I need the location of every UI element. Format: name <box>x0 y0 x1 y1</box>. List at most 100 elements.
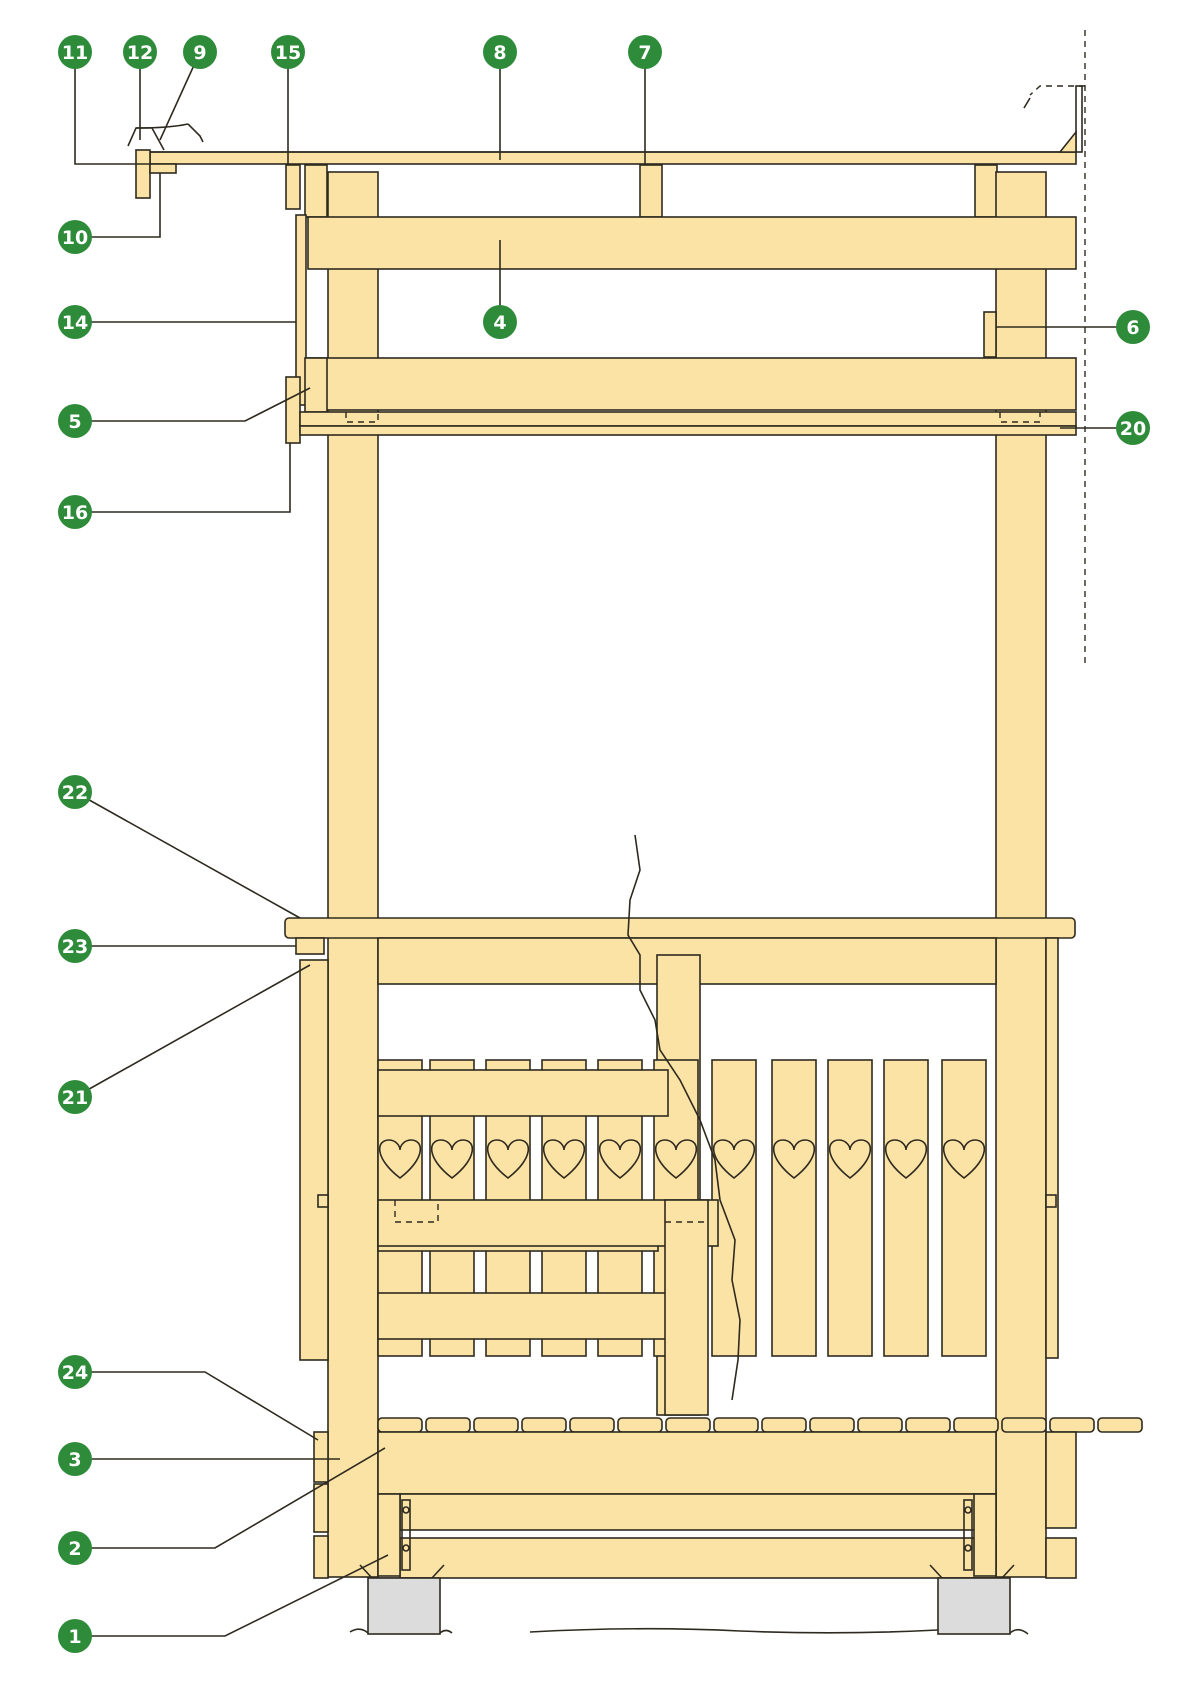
ceiling-batten <box>299 425 1077 436</box>
callout-7: 7 <box>628 35 662 69</box>
callout-2: 2 <box>58 1531 92 1565</box>
baluster <box>883 1059 929 1357</box>
rail-end-right <box>1045 1194 1057 1208</box>
floor-beam-ext <box>1045 1537 1077 1579</box>
foundation-left <box>367 1577 441 1635</box>
heart-cutout <box>773 1139 815 1180</box>
break-line <box>627 834 741 1401</box>
floor-rim-ext <box>1045 1431 1077 1529</box>
heart-cutout <box>655 1139 697 1180</box>
floor-slat <box>905 1417 951 1433</box>
heart-cutout <box>487 1139 529 1180</box>
floor-slat <box>617 1417 663 1433</box>
leader-lines <box>74 51 1133 1637</box>
rafter-mid <box>639 164 663 218</box>
callout-circle <box>58 929 92 963</box>
roof-wedge-right <box>1058 129 1077 153</box>
roof-gutter-block <box>149 163 177 174</box>
callout-label: 6 <box>1126 317 1139 339</box>
callout-label: 14 <box>62 312 88 334</box>
floor-slat <box>665 1417 711 1433</box>
callout-circle <box>58 404 92 438</box>
floor-joist-2 <box>377 1431 997 1495</box>
floor-slat <box>857 1417 903 1433</box>
callout-label: 2 <box>68 1538 81 1560</box>
callout-22: 22 <box>58 775 92 809</box>
callout-21: 21 <box>58 1080 92 1114</box>
floor-slat <box>521 1417 567 1433</box>
heart-cutout <box>543 1139 585 1180</box>
callout-label: 1 <box>68 1626 81 1648</box>
callout-15: 15 <box>271 35 305 69</box>
end-block-left-d <box>377 1493 401 1577</box>
callout-label: 12 <box>127 42 153 64</box>
callout-label: 4 <box>493 312 506 334</box>
railing-side-strip <box>1045 937 1059 1359</box>
floor-slat <box>713 1417 759 1433</box>
top-beam <box>307 216 1077 270</box>
callout-label: 5 <box>68 411 81 433</box>
callout-16: 16 <box>58 495 92 529</box>
block-6 <box>983 311 997 358</box>
building-wall-line <box>1023 30 1086 665</box>
railing-side-board <box>299 959 329 1361</box>
callout-circle <box>58 305 92 339</box>
callout-circle <box>483 305 517 339</box>
end-block-right-d <box>973 1493 997 1577</box>
rafter-right <box>974 164 998 218</box>
callout-circle <box>271 35 305 69</box>
heart-cutout <box>829 1139 871 1180</box>
callout-label: 22 <box>62 782 88 804</box>
heart-cutout <box>379 1139 421 1180</box>
side-board-14 <box>295 214 307 406</box>
callout-circle <box>58 1080 92 1114</box>
callout-label: 9 <box>193 42 206 64</box>
railing-block-23 <box>295 937 325 955</box>
callout-10: 10 <box>58 220 92 254</box>
callout-label: 24 <box>62 1362 88 1384</box>
bench-rail-top <box>377 1199 719 1247</box>
heart-cutout <box>713 1139 755 1180</box>
lower-beam <box>307 357 1077 411</box>
floor-slat <box>1001 1417 1047 1433</box>
block-5-a <box>285 376 301 444</box>
floor-slat <box>377 1417 423 1433</box>
floor-slats <box>377 1417 1143 1433</box>
baluster <box>711 1059 757 1357</box>
callout-11: 11 <box>58 35 92 69</box>
callout-23: 23 <box>58 929 92 963</box>
callout-label: 3 <box>68 1449 81 1471</box>
callout-5: 5 <box>58 404 92 438</box>
callout-circle <box>628 35 662 69</box>
floor-slat <box>569 1417 615 1433</box>
post-brackets <box>401 1499 973 1571</box>
callout-8: 8 <box>483 35 517 69</box>
heart-cutout <box>599 1139 641 1180</box>
callout-12: 12 <box>123 35 157 69</box>
heart-cutout <box>943 1139 985 1180</box>
callout-label: 20 <box>1120 418 1146 440</box>
block-5-b <box>304 357 328 413</box>
callout-circle <box>58 1355 92 1389</box>
callout-circle <box>58 775 92 809</box>
floor-slat <box>1049 1417 1095 1433</box>
bench-rail-bottom <box>377 1292 669 1340</box>
callout-6: 6 <box>1116 310 1150 344</box>
baluster <box>827 1059 873 1357</box>
heart-cutout <box>431 1139 473 1180</box>
floor-slat <box>953 1417 999 1433</box>
rail-end-left <box>317 1194 329 1208</box>
callout-circle <box>183 35 217 69</box>
roof-fascia <box>135 149 151 199</box>
callout-label: 10 <box>62 227 88 249</box>
end-block-24 <box>313 1431 329 1483</box>
callout-3: 3 <box>58 1442 92 1476</box>
callout-circle <box>58 495 92 529</box>
floor-slat <box>473 1417 519 1433</box>
heart-cutout <box>885 1139 927 1180</box>
baluster <box>771 1059 817 1357</box>
callout-circle <box>58 220 92 254</box>
end-block-left-c <box>313 1535 329 1579</box>
callout-1: 1 <box>58 1619 92 1653</box>
